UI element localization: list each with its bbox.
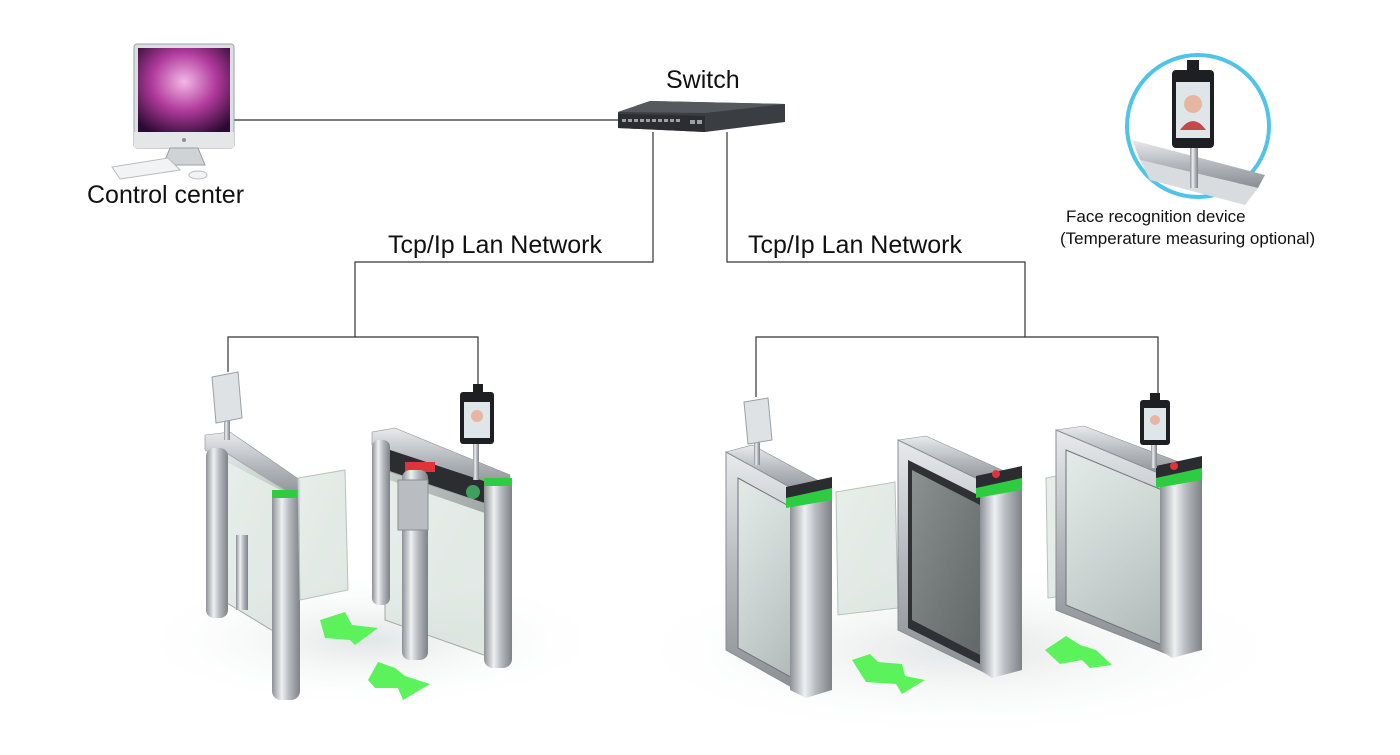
right-gate-link [755,336,1159,398]
network-label-right: Tcp/Ip Lan Network [748,231,962,259]
network-label-left: Tcp/Ip Lan Network [388,231,602,259]
connection-lines [227,119,1159,398]
floor-shadow-left [130,570,610,710]
right-network-link [726,132,1026,337]
arrow-left-2 [368,662,430,700]
arrow-right-2 [1045,636,1112,668]
arrow-right-1 [852,654,925,694]
left-network-link [354,132,654,337]
left-gate-link [227,336,479,392]
computer-icon [111,43,235,180]
network-switch-icon [618,101,785,132]
control-center-label: Control center [87,181,245,209]
swing-gate-left [204,371,512,700]
face-device-sublabel: (Temperature measuring optional) [1060,229,1316,248]
face-recognition-terminal-icon [1125,53,1271,205]
face-device-label: Face recognition device [1066,207,1246,226]
switch-label: Switch [666,66,740,94]
speed-gate-right [725,393,1202,698]
arrow-left-1 [320,612,378,645]
